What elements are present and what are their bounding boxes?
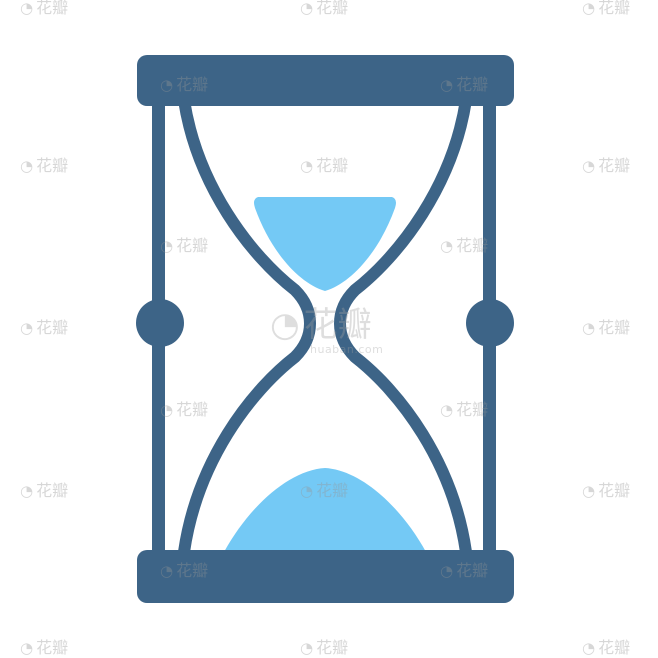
top-sand [254, 197, 396, 291]
top-cap [137, 55, 514, 106]
glass-outline [178, 94, 472, 558]
right-knob [466, 299, 514, 347]
bottom-cap [137, 550, 514, 603]
left-knob [136, 299, 184, 347]
bottom-sand [224, 468, 426, 552]
